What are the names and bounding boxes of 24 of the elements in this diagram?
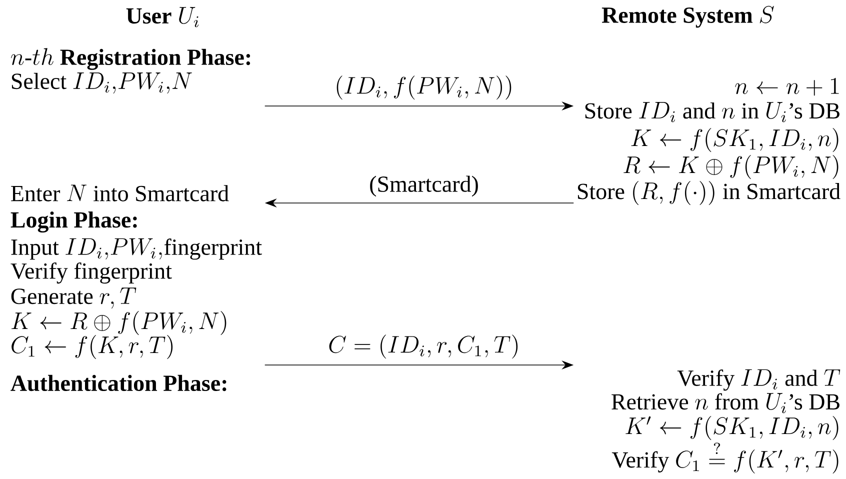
step-text: $\text{Enter } N \text{ into Smartcard}$ (11, 184, 229, 202)
column-heading: $\textbf{User}\ U_i$ (126, 7, 199, 28)
step-text: $R \leftarrow K \oplus f(PW_i, N)$ (624, 155, 838, 180)
step-text: $K \leftarrow R \oplus f(PW_i, N)$ (12, 311, 226, 336)
edge-label: $(ID_i, f(PW_i, N))$ (332, 74, 516, 102)
step-text: $C_1 \leftarrow f(K, r, T)$ (12, 335, 173, 360)
step-text: $\text{Input } ID_i{,}PW_i{,}\text{fingerprint}$ (11, 238, 262, 260)
phase-heading: Authentication Phase: (10, 374, 226, 392)
step-text: $\text{Verify } ID_i \text{ and } T$ (677, 369, 840, 391)
step-text: $K' \leftarrow f(SK_1, ID_i, n)$ (626, 416, 838, 440)
edge-label: (Smartcard) (367, 174, 481, 199)
step-text: $\text{Verify } C_1 \stackrel{?}{=} f(K', r, T)$ (612, 442, 838, 474)
phase-heading: Login Phase: (10, 211, 137, 233)
edge-label: $C = (ID_i, r, C_1, T)$ (326, 332, 522, 361)
column-heading: $\textbf{Remote System}\ S$ (602, 6, 774, 28)
step-text: $n \leftarrow n + 1$ (735, 78, 839, 96)
step-text: $\text{Select } ID_i{,}PW_i{,}N$ (12, 72, 192, 94)
step-text: $K \leftarrow f(SK_1, ID_i, n)$ (631, 128, 838, 152)
step-text: $\text{Store } (R, f(\cdot)) \text{ in Smartcard}$ (578, 181, 840, 206)
step-text: Verify fingerprint (10, 262, 172, 284)
step-text: $\text{Store } ID_i \text{ and } n \text{ in } U_i\text{'s DB}$ (585, 102, 840, 122)
step-text: $\text{Retrieve } n \text{ from } U_i\text{'s DB}$ (612, 393, 840, 414)
step-text: $\text{Generate } r, T$ (11, 288, 136, 309)
phase-heading: $n\text{-}th\ \textbf{Registration Phase:}$ (11, 48, 250, 70)
